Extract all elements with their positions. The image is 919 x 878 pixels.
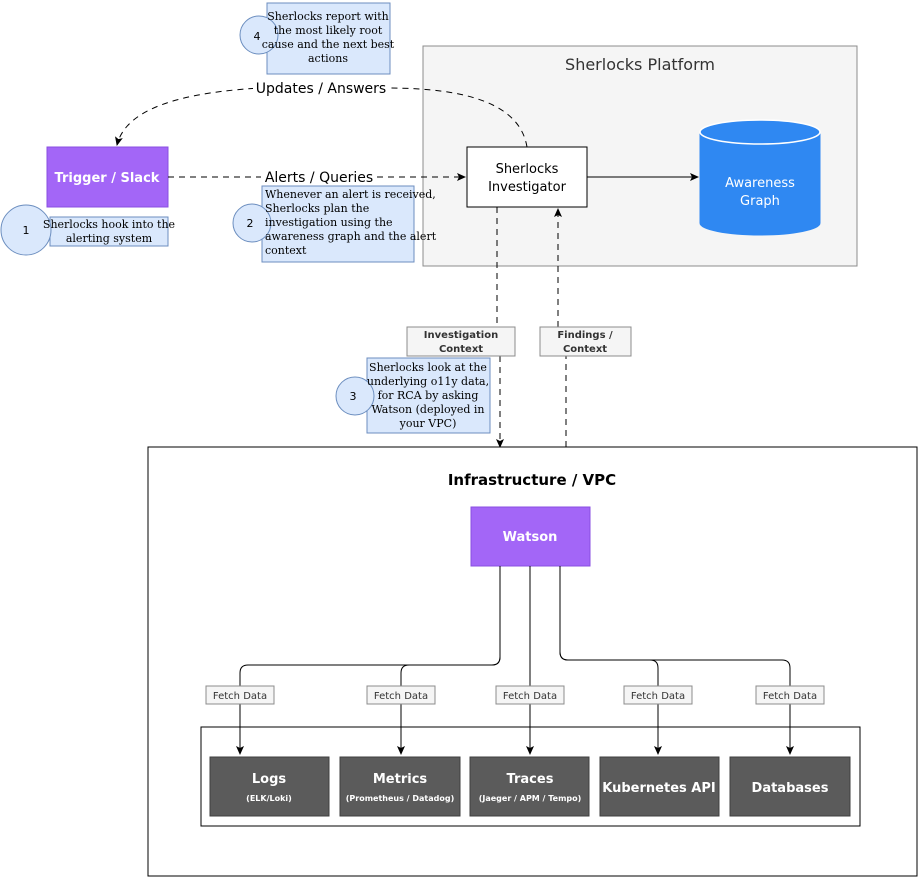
fetch-label-text: Fetch Data	[503, 691, 557, 702]
source-logs-title: Logs	[252, 772, 287, 787]
investigation-context-label: Investigation Context	[406, 326, 516, 357]
fetch-label-kubernetes: Fetch Data	[623, 685, 693, 705]
step-3-number: 3	[350, 390, 357, 403]
infrastructure-title: Infrastructure / VPC	[448, 471, 616, 489]
findings-context-line-1: Findings /	[557, 330, 613, 341]
sherlocks-investigator-node[interactable]: Sherlocks Investigator	[466, 146, 588, 208]
step-3-line-2: underlying o11y data,	[367, 375, 489, 388]
step-2-line-4: awareness graph and the alert	[265, 230, 437, 243]
step-1-number: 1	[23, 224, 30, 237]
awareness-graph-label-1: Awareness	[725, 176, 795, 191]
fetch-label-text: Fetch Data	[374, 691, 428, 702]
step-1-note: 1 Sherlocks hook into the alerting syste…	[0, 204, 175, 256]
source-kubernetes-api[interactable]: Kubernetes API	[599, 756, 720, 817]
step-1-line-1: Sherlocks hook into the	[43, 218, 175, 231]
step-4-number: 4	[254, 30, 261, 43]
source-metrics-subtitle: (Prometheus / Datadog)	[346, 794, 454, 803]
trigger-slack-node[interactable]: Trigger / Slack	[46, 146, 169, 208]
step-1-line-2: alerting system	[66, 232, 153, 245]
step-4-note: 4 Sherlocks report with the most likely …	[239, 2, 395, 75]
step-2-line-5: context	[265, 244, 307, 257]
platform-title: Sherlocks Platform	[565, 55, 715, 74]
fetch-label-metrics: Fetch Data	[366, 685, 436, 705]
alerts-queries-label: Alerts / Queries	[265, 170, 373, 186]
updates-answers-label: Updates / Answers	[256, 81, 386, 97]
step-2-line-2: Sherlocks plan the	[265, 202, 369, 215]
step-3-line-1: Sherlocks look at the	[369, 361, 487, 374]
source-databases[interactable]: Databases	[729, 756, 851, 817]
source-traces-subtitle: (Jaeger / APM / Tempo)	[479, 794, 582, 803]
fetch-edge-metrics	[397, 566, 501, 755]
source-traces-title: Traces	[507, 772, 554, 787]
source-logs[interactable]: Logs (ELK/Loki)	[209, 756, 330, 817]
source-traces[interactable]: Traces (Jaeger / APM / Tempo)	[469, 756, 590, 817]
updates-label-bg	[253, 78, 389, 98]
investigation-context-line-1: Investigation	[424, 330, 498, 341]
source-logs-subtitle: (ELK/Loki)	[246, 794, 292, 803]
alerts-label-bg	[261, 168, 377, 186]
fetch-label-text: Fetch Data	[631, 691, 685, 702]
step-3-line-4: Watson (deployed in	[371, 403, 484, 416]
awareness-graph-database[interactable]: Awareness Graph	[699, 119, 821, 236]
source-metrics[interactable]: Metrics (Prometheus / Datadog)	[339, 756, 461, 817]
watson-node[interactable]: Watson	[470, 506, 591, 567]
step-4-line-2: the most likely root	[274, 24, 383, 37]
watson-label: Watson	[503, 530, 558, 545]
step-4-line-3: cause and the next best	[262, 38, 395, 51]
fetch-edge-databases	[559, 566, 794, 755]
investigator-label-1: Sherlocks	[496, 162, 559, 177]
step-3-line-3: for RCA by asking	[378, 389, 479, 402]
fetch-label-traces: Fetch Data	[495, 685, 565, 705]
step-2-line-3: investigation using the	[265, 216, 393, 229]
step-3-note: 3 Sherlocks look at the underlying o11y …	[335, 357, 491, 434]
investigator-label-2: Investigator	[488, 180, 567, 195]
step-3-line-5: your VPC)	[399, 417, 457, 430]
fetch-label-logs: Fetch Data	[205, 685, 275, 705]
source-metrics-title: Metrics	[373, 772, 428, 787]
step-4-line-1: Sherlocks report with	[267, 10, 389, 23]
findings-context-line-2: Context	[563, 344, 607, 355]
step-2-note: 2 Whenever an alert is received, Sherloc…	[232, 185, 437, 263]
watson-fetch-connectors	[236, 566, 794, 755]
trigger-label: Trigger / Slack	[55, 171, 160, 186]
step-4-line-4: actions	[308, 52, 348, 65]
awareness-graph-label-2: Graph	[740, 194, 780, 209]
source-kubernetes-title: Kubernetes API	[602, 781, 715, 796]
investigation-context-line-2: Context	[439, 344, 483, 355]
findings-context-label: Findings / Context	[539, 326, 632, 357]
source-databases-title: Databases	[752, 781, 829, 796]
step-2-number: 2	[247, 217, 254, 230]
fetch-label-databases: Fetch Data	[755, 685, 825, 705]
fetch-label-text: Fetch Data	[213, 691, 267, 702]
step-2-line-1: Whenever an alert is received,	[265, 188, 436, 201]
fetch-label-text: Fetch Data	[763, 691, 817, 702]
